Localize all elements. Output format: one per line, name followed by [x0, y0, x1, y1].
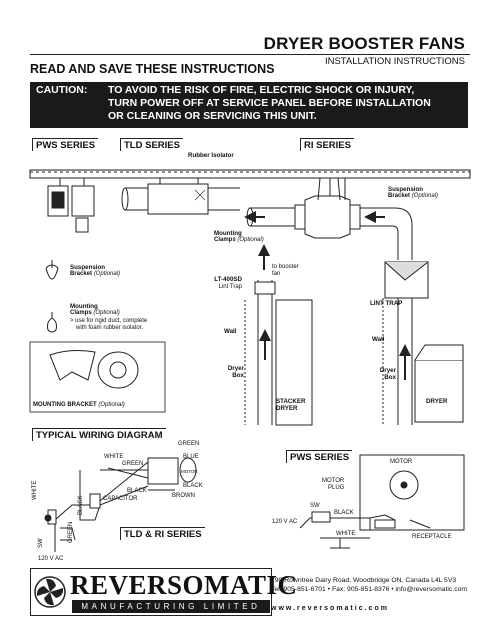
wire-white-top: WHITE [104, 454, 124, 460]
dryer-box-label-r1: Dryer [379, 367, 396, 374]
mounting-clamps-label-1: Mounting [214, 230, 242, 237]
dryer-right-label: DRYER [426, 398, 448, 405]
ceiling-joist [29, 169, 471, 179]
dryer-box-label-r2: Box [384, 374, 396, 381]
mounting-bracket-label: MOUNTING BRACKET [33, 402, 97, 408]
contact-line: Tel: 905-851-6701 • Fax: 905-851-8376 • … [271, 586, 468, 593]
optional-label-clamps: (Optional) [237, 237, 264, 243]
dryer-box-label-l2: Box [232, 372, 244, 379]
motor-plug-label-1: MOTOR [322, 478, 345, 484]
motor-box-left [147, 457, 179, 485]
optional-label-l: (Optional) [93, 271, 121, 277]
clamp-note-1: > use for rigid duct, complete [70, 318, 148, 324]
pws-series-tag: PWS SERIES [32, 138, 99, 151]
suspension-bracket-icon [45, 260, 59, 280]
fan-label: fan [272, 271, 281, 277]
brand-name: REVERSOMATIC [70, 570, 298, 600]
wire-brown: BROWN [172, 493, 195, 499]
brand-logo-box [30, 568, 272, 616]
caution-label: CAUTION: [36, 84, 88, 96]
pws-series-tag-2: PWS SERIES [286, 450, 353, 463]
capacitor-label: CAPACITOR [103, 496, 138, 502]
wire-black-mid: BLACK [127, 488, 147, 494]
mounting-clamps-left-2: Clamps [70, 310, 92, 316]
stacker-dryer-label: DRYER [276, 405, 298, 412]
optional-label-r: (Optional) [411, 193, 439, 199]
wire-green-mid: GREEN [122, 461, 144, 467]
wire-white-vert: WHITE [32, 480, 38, 500]
wire-black-right: BLACK [183, 483, 203, 489]
dryer-box-label-l1: Dryer [227, 365, 244, 372]
page-title: DRYER BOOSTER FANS [263, 34, 465, 53]
wire-black-vert: BLACK [78, 495, 84, 515]
stacker-vent-duct [257, 280, 273, 425]
clamp-note-2: with foam rubber isolator. [76, 325, 144, 331]
motor-right-label: MOTOR [390, 459, 413, 465]
stacker-dryer [275, 299, 313, 426]
mounting-clamps-left-1: Mounting [70, 303, 98, 310]
caution-line-1: TO AVOID THE RISK OF FIRE, ELECTRIC SHOC… [108, 84, 415, 96]
wire-green-vert: GREEN [68, 521, 74, 543]
header-rule [30, 54, 470, 55]
wall-label-right: Wall [372, 336, 385, 343]
sw-left-label: SW [38, 538, 44, 548]
ri-series-tag: RI SERIES [300, 138, 354, 151]
v120-left-label: 120 V AC [38, 556, 64, 562]
ri-inline-fan [304, 195, 351, 239]
mounting-bracket-drawing [49, 350, 96, 381]
sw-right-label: SW [310, 503, 320, 509]
tld-series-tag: TLD SERIES [120, 138, 183, 151]
read-save-heading: READ AND SAVE THESE INSTRUCTIONS [30, 62, 275, 76]
lint-trap-small-label: Lint Trap [218, 284, 242, 290]
motor-left-label: MOTOR [181, 469, 198, 474]
tld-fan-unit [147, 183, 209, 215]
optional-label-clamps-l: (Optional) [93, 310, 120, 316]
susp-bracket-label-l2: Bracket [70, 271, 93, 277]
company-address: 790 Rowntree Dairy Road, Woodbridge ON, … [271, 576, 467, 594]
dryer-right [414, 359, 464, 423]
stacker-label: STACKER [276, 398, 306, 405]
rubber-isolator-label: Rubber Isolator [188, 152, 234, 159]
susp-bracket-label-l1: Suspension [70, 264, 106, 271]
optional-label-mb: (Optional) [98, 402, 125, 408]
capacitor [89, 493, 101, 509]
caution-box: CAUTION: TO AVOID THE RISK OF FIRE, ELEC… [30, 82, 468, 128]
receptacle-label: RECEPTACLE [412, 534, 452, 540]
to-booster-label: to booster [272, 264, 299, 270]
tld-ri-tag: TLD & RI SERIES [120, 527, 205, 540]
caution-line-2: TURN POWER OFF AT SERVICE PANEL BEFORE I… [108, 97, 431, 109]
installation-instructions-label: INSTALLATION INSTRUCTIONS [324, 56, 465, 67]
wall-label-left: Wall [224, 328, 237, 335]
website-link[interactable]: www.reversomatic.com [271, 605, 389, 612]
wire-green-top: GREEN [178, 441, 200, 447]
lt400sd-label: LT-400SD [214, 276, 242, 283]
motor-plug-label-2: PLUG [328, 485, 345, 491]
susp-bracket-label-r1: Suspension [388, 186, 424, 193]
lint-trap-label: LINT TRAP [370, 300, 403, 307]
wiring-diagram-tag: TYPICAL WIRING DIAGRAM [32, 428, 166, 441]
caution-line-3: OR CLEANING OR SERVICING THIS UNIT. [108, 110, 317, 122]
right-vent-duct [397, 298, 413, 425]
wire-blue: BLUE [183, 454, 199, 460]
wire-white-right: WHITE [336, 531, 356, 537]
brand-subtitle: MANUFACTURING LIMITED [72, 600, 270, 613]
mounting-clamp-icon [47, 312, 57, 333]
susp-bracket-label-r2: Bracket [388, 193, 411, 199]
wire-black-right-2: BLACK [334, 510, 354, 516]
address-line: 790 Rowntree Dairy Road, Woodbridge ON, … [271, 577, 457, 584]
mounting-clamps-label-2: Clamps [214, 237, 236, 243]
v120-right-label: 120 V AC [272, 519, 298, 525]
wiring-lines-left [54, 461, 175, 552]
